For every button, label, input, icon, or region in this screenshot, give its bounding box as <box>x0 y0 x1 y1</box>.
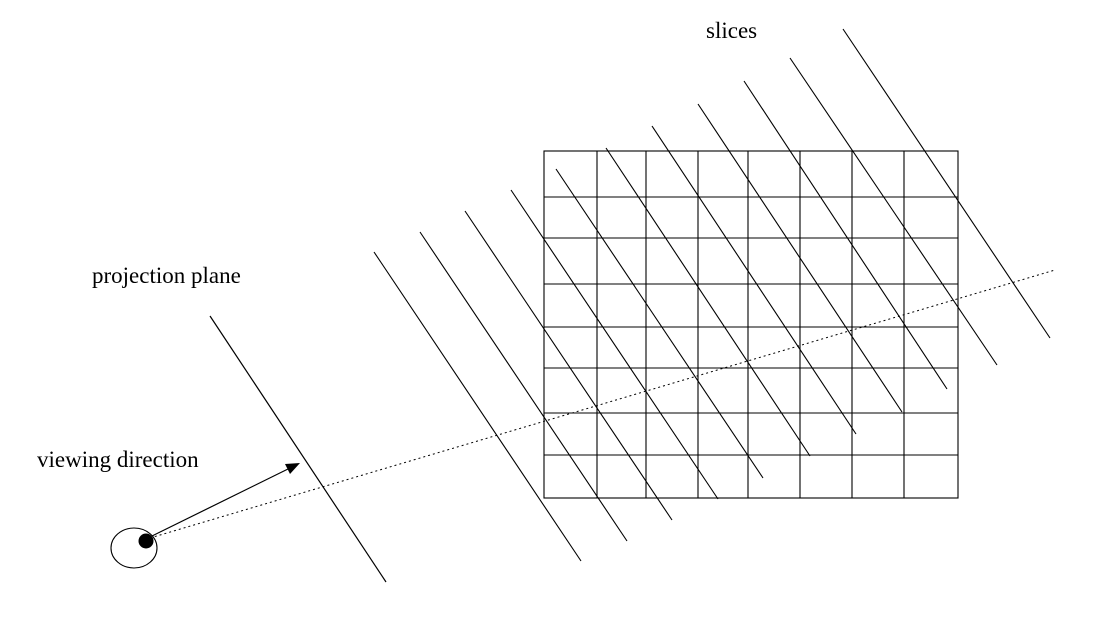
slice-line <box>743 80 948 390</box>
slice-line <box>419 231 628 542</box>
slice-planes <box>373 28 1051 562</box>
viewing-ray <box>149 269 1056 539</box>
slice-line <box>789 57 998 366</box>
slice-line <box>555 168 764 479</box>
slice-line <box>510 189 719 500</box>
projection-plane-label: projection plane <box>92 263 241 288</box>
volume-grid <box>543 150 959 499</box>
eye-icon <box>110 527 158 569</box>
slice-line <box>651 125 857 435</box>
arrowhead <box>285 463 300 474</box>
projection-plane-line <box>209 315 387 583</box>
slice-line <box>697 103 903 413</box>
viewing-direction-label: viewing direction <box>37 447 199 472</box>
slice-line <box>842 28 1051 339</box>
slice-line <box>373 251 582 562</box>
slice-line <box>464 210 673 521</box>
volume-grid-border <box>543 150 959 499</box>
slice-line <box>605 147 811 457</box>
viewing-direction-arrow <box>151 467 291 537</box>
slices-label: slices <box>706 18 758 43</box>
